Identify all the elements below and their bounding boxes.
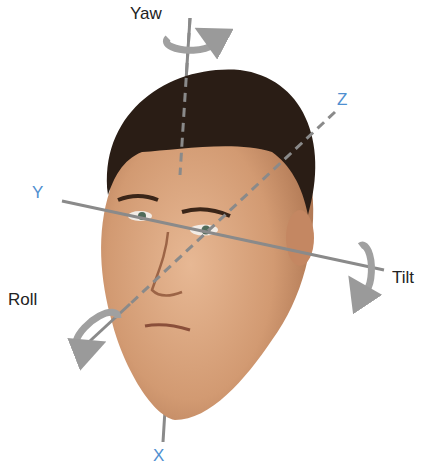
axis-label: Yaw: [130, 4, 162, 24]
eyebrow: [182, 209, 230, 216]
y-axis: [62, 201, 384, 270]
mouth: [145, 325, 190, 330]
tilt-arrow: [358, 245, 371, 293]
axis-label: Roll: [8, 290, 37, 310]
z-axis: [130, 112, 335, 304]
hair: [107, 69, 315, 215]
axis-label: Z: [337, 90, 347, 110]
axis-label: Tilt: [392, 268, 414, 288]
eyebrow: [118, 196, 158, 200]
roll-arrow: [76, 312, 118, 349]
axis-label: X: [153, 446, 164, 466]
yaw-arrow: [166, 36, 214, 50]
axis-label: Y: [32, 183, 43, 203]
x-axis: [180, 18, 190, 175]
ear: [286, 210, 314, 266]
nose: [152, 232, 182, 296]
